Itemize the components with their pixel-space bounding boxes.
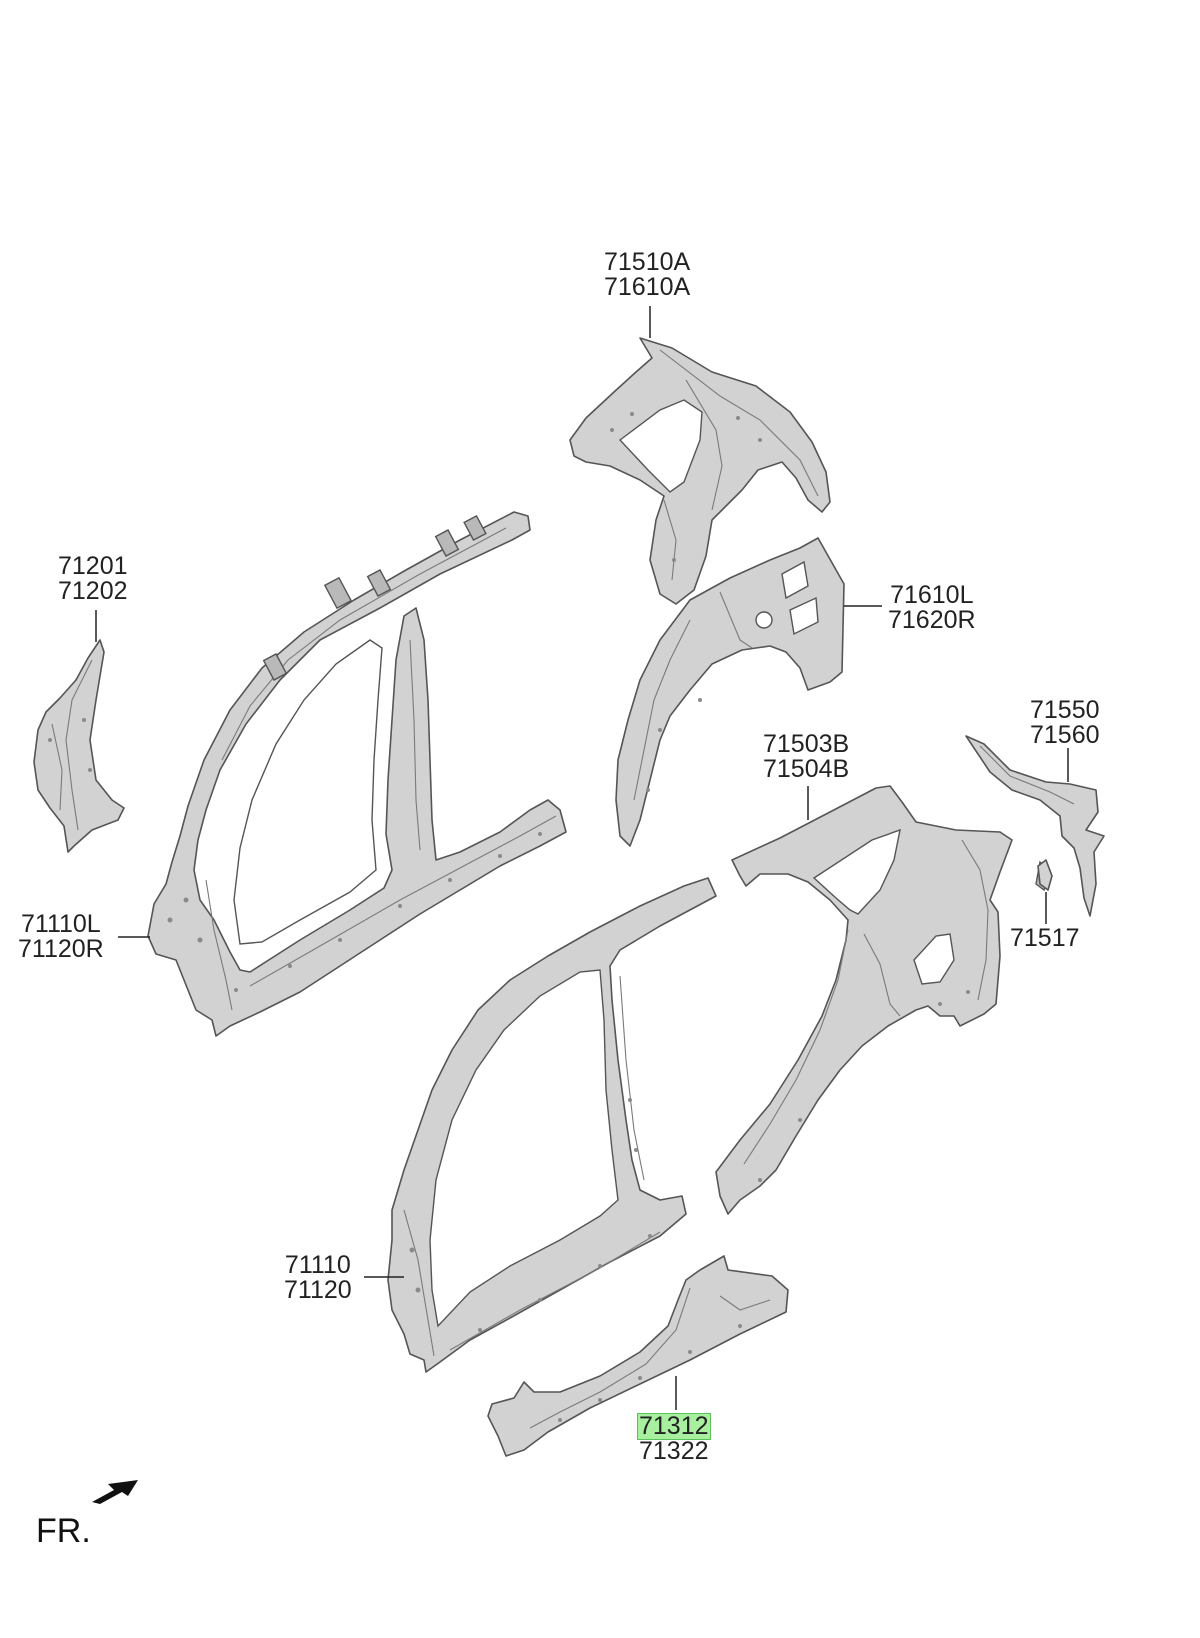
part-side-outer-panel[interactable] (147, 511, 567, 1037)
part-side-sill-panel[interactable] (487, 1255, 789, 1457)
callout-71110l-71120r[interactable]: 71110L 71120R (18, 910, 104, 963)
callout-71503b-71504b[interactable]: 71503B 71504B (763, 730, 850, 783)
front-direction-label: FR. (36, 1512, 91, 1550)
part-side-outer-front-section[interactable] (387, 877, 717, 1373)
callout-71610l-71620r[interactable]: 71610L 71620R (888, 581, 976, 634)
callout-71312-71322[interactable]: 71312 71322 (637, 1412, 711, 1465)
part-rear-quarter-upper-reinforcement[interactable] (569, 337, 831, 605)
callout-71550-71560[interactable]: 71550 71560 (1030, 696, 1100, 749)
callout-71510a-71610a[interactable]: 71510A 71610A (604, 248, 691, 301)
part-rear-wheelhouse-outer[interactable] (615, 537, 845, 847)
part-small-bracket[interactable] (1037, 859, 1053, 891)
callout-71110-71120[interactable]: 71110 71120 (284, 1251, 352, 1304)
front-direction-arrow-icon (92, 1480, 138, 1504)
part-rear-quarter-outer-panel[interactable] (715, 785, 1013, 1215)
callout-71201-71202[interactable]: 71201 71202 (58, 552, 128, 605)
callout-71517[interactable]: 71517 (1010, 924, 1080, 952)
part-front-pillar-inner[interactable] (33, 639, 125, 853)
highlighted-part-number[interactable]: 71312 (637, 1412, 711, 1440)
